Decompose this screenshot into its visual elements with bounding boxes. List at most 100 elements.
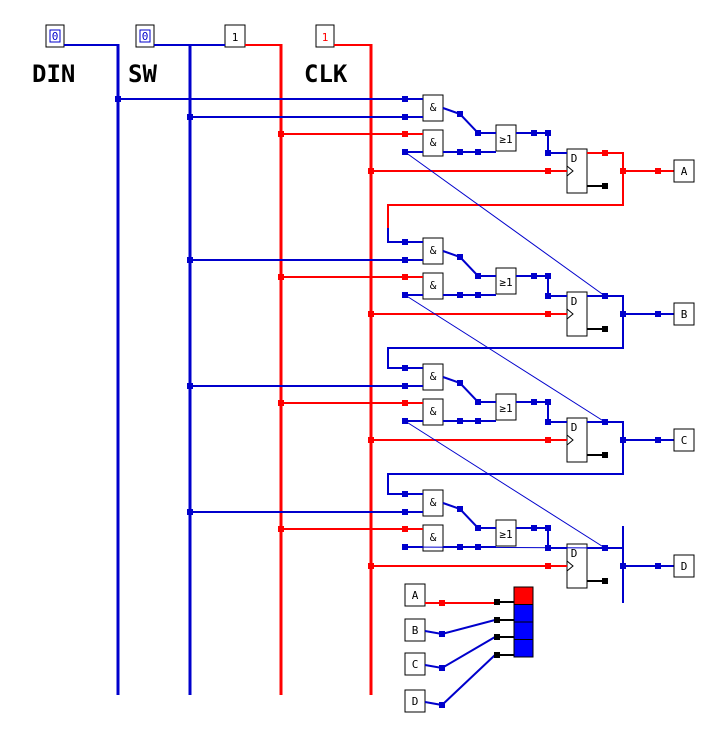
or-gate-symbol: ≥1	[499, 528, 512, 541]
stage-2: &&≥1D	[187, 228, 674, 423]
junction-dot	[475, 273, 481, 279]
junction-dot	[545, 273, 551, 279]
and-gate: &	[422, 363, 444, 391]
wire	[424, 654, 496, 707]
or-gate-body	[495, 393, 517, 421]
led-segment	[513, 604, 534, 623]
or-gate: ≥1	[495, 124, 517, 152]
junction-dot	[545, 311, 551, 317]
junction-dot	[278, 526, 284, 532]
output-label: B	[681, 308, 688, 321]
d-flipflop-label: D	[571, 295, 578, 308]
junction-dot	[475, 399, 481, 405]
din-label: DIN	[32, 60, 75, 88]
d-flipflop: D	[566, 291, 588, 337]
junction-dot	[475, 418, 481, 424]
wire	[442, 107, 496, 134]
junction-dot	[602, 452, 608, 458]
junction-dot	[545, 437, 551, 443]
led-display	[513, 586, 534, 658]
junction-dot	[545, 150, 551, 156]
and-gate-symbol: &	[430, 136, 437, 149]
junction-dot	[187, 114, 193, 120]
junction-dot	[602, 326, 608, 332]
wire	[424, 619, 496, 636]
output-box	[673, 159, 695, 183]
junction-dot	[457, 254, 463, 260]
and-gate-body	[422, 398, 444, 426]
and-gate-symbol: &	[430, 244, 437, 257]
feedback-diagonal	[404, 546, 606, 549]
din-value: 0	[52, 30, 59, 43]
led-segment	[513, 639, 534, 658]
junction-dot	[278, 274, 284, 280]
led-segment	[513, 586, 534, 605]
sw-switch[interactable]: 0	[135, 24, 155, 48]
d-flipflop-label: D	[571, 421, 578, 434]
junction-dot	[368, 437, 374, 443]
junction-dot	[545, 168, 551, 174]
display-input-label: B	[412, 624, 419, 637]
feedback-diagonal	[404, 294, 606, 423]
junction-dot	[457, 506, 463, 512]
junction-dot	[531, 525, 537, 531]
clock-input-triangle	[566, 165, 574, 177]
output-label: A	[681, 165, 688, 178]
wire	[387, 228, 405, 243]
display-input-d: D	[404, 652, 514, 713]
junction-dot	[457, 380, 463, 386]
and-gate-body	[422, 272, 444, 300]
output-b: B	[673, 302, 695, 326]
junction-dot	[368, 168, 374, 174]
display-input-box	[404, 652, 426, 676]
junction-dot	[187, 383, 193, 389]
stage-3: &&≥1D	[187, 354, 674, 549]
junction-dot	[655, 311, 661, 317]
and-gate: &	[422, 489, 444, 517]
output-box	[673, 554, 695, 578]
and-gate: &	[422, 94, 444, 122]
bus-lines	[116, 44, 373, 695]
din-switch[interactable]: 0	[45, 24, 65, 48]
junction-dot	[278, 131, 284, 137]
junction-dot	[368, 311, 374, 317]
or-gate-symbol: ≥1	[499, 133, 512, 146]
sw-inverter: 1	[224, 24, 246, 48]
junction-dot	[545, 293, 551, 299]
led-segment	[513, 621, 534, 640]
wire	[605, 421, 624, 440]
output-box	[673, 302, 695, 326]
and-gate-symbol: &	[430, 279, 437, 292]
wire	[442, 376, 496, 403]
wire	[387, 171, 624, 242]
and-gate-symbol: &	[430, 405, 437, 418]
output-a: A	[673, 159, 695, 183]
and-gate: &	[422, 524, 444, 552]
junction-dot	[655, 563, 661, 569]
or-gate-symbol: ≥1	[499, 402, 512, 415]
sw-label: SW	[128, 60, 157, 88]
or-gate: ≥1	[495, 267, 517, 295]
clk-switch[interactable]: 1	[315, 24, 335, 48]
d-flipflop-label: D	[571, 152, 578, 165]
junction-dot	[475, 292, 481, 298]
and-gate-symbol: &	[430, 496, 437, 509]
or-gate-body	[495, 267, 517, 295]
wire	[387, 354, 405, 369]
junction-dot	[475, 525, 481, 531]
junction-dot	[457, 149, 463, 155]
wire	[516, 275, 567, 297]
junction-dot	[368, 563, 374, 569]
junction-dot	[475, 149, 481, 155]
junction-dot	[457, 292, 463, 298]
junction-dot	[545, 419, 551, 425]
and-gate-body	[422, 129, 444, 157]
junction-dot	[187, 509, 193, 515]
clock-input-triangle	[566, 434, 574, 446]
wire	[442, 502, 496, 529]
junction-dot	[545, 399, 551, 405]
output-label: C	[681, 434, 688, 447]
junction-dot	[545, 525, 551, 531]
display-input-label: D	[412, 695, 419, 708]
junction-dot	[457, 111, 463, 117]
